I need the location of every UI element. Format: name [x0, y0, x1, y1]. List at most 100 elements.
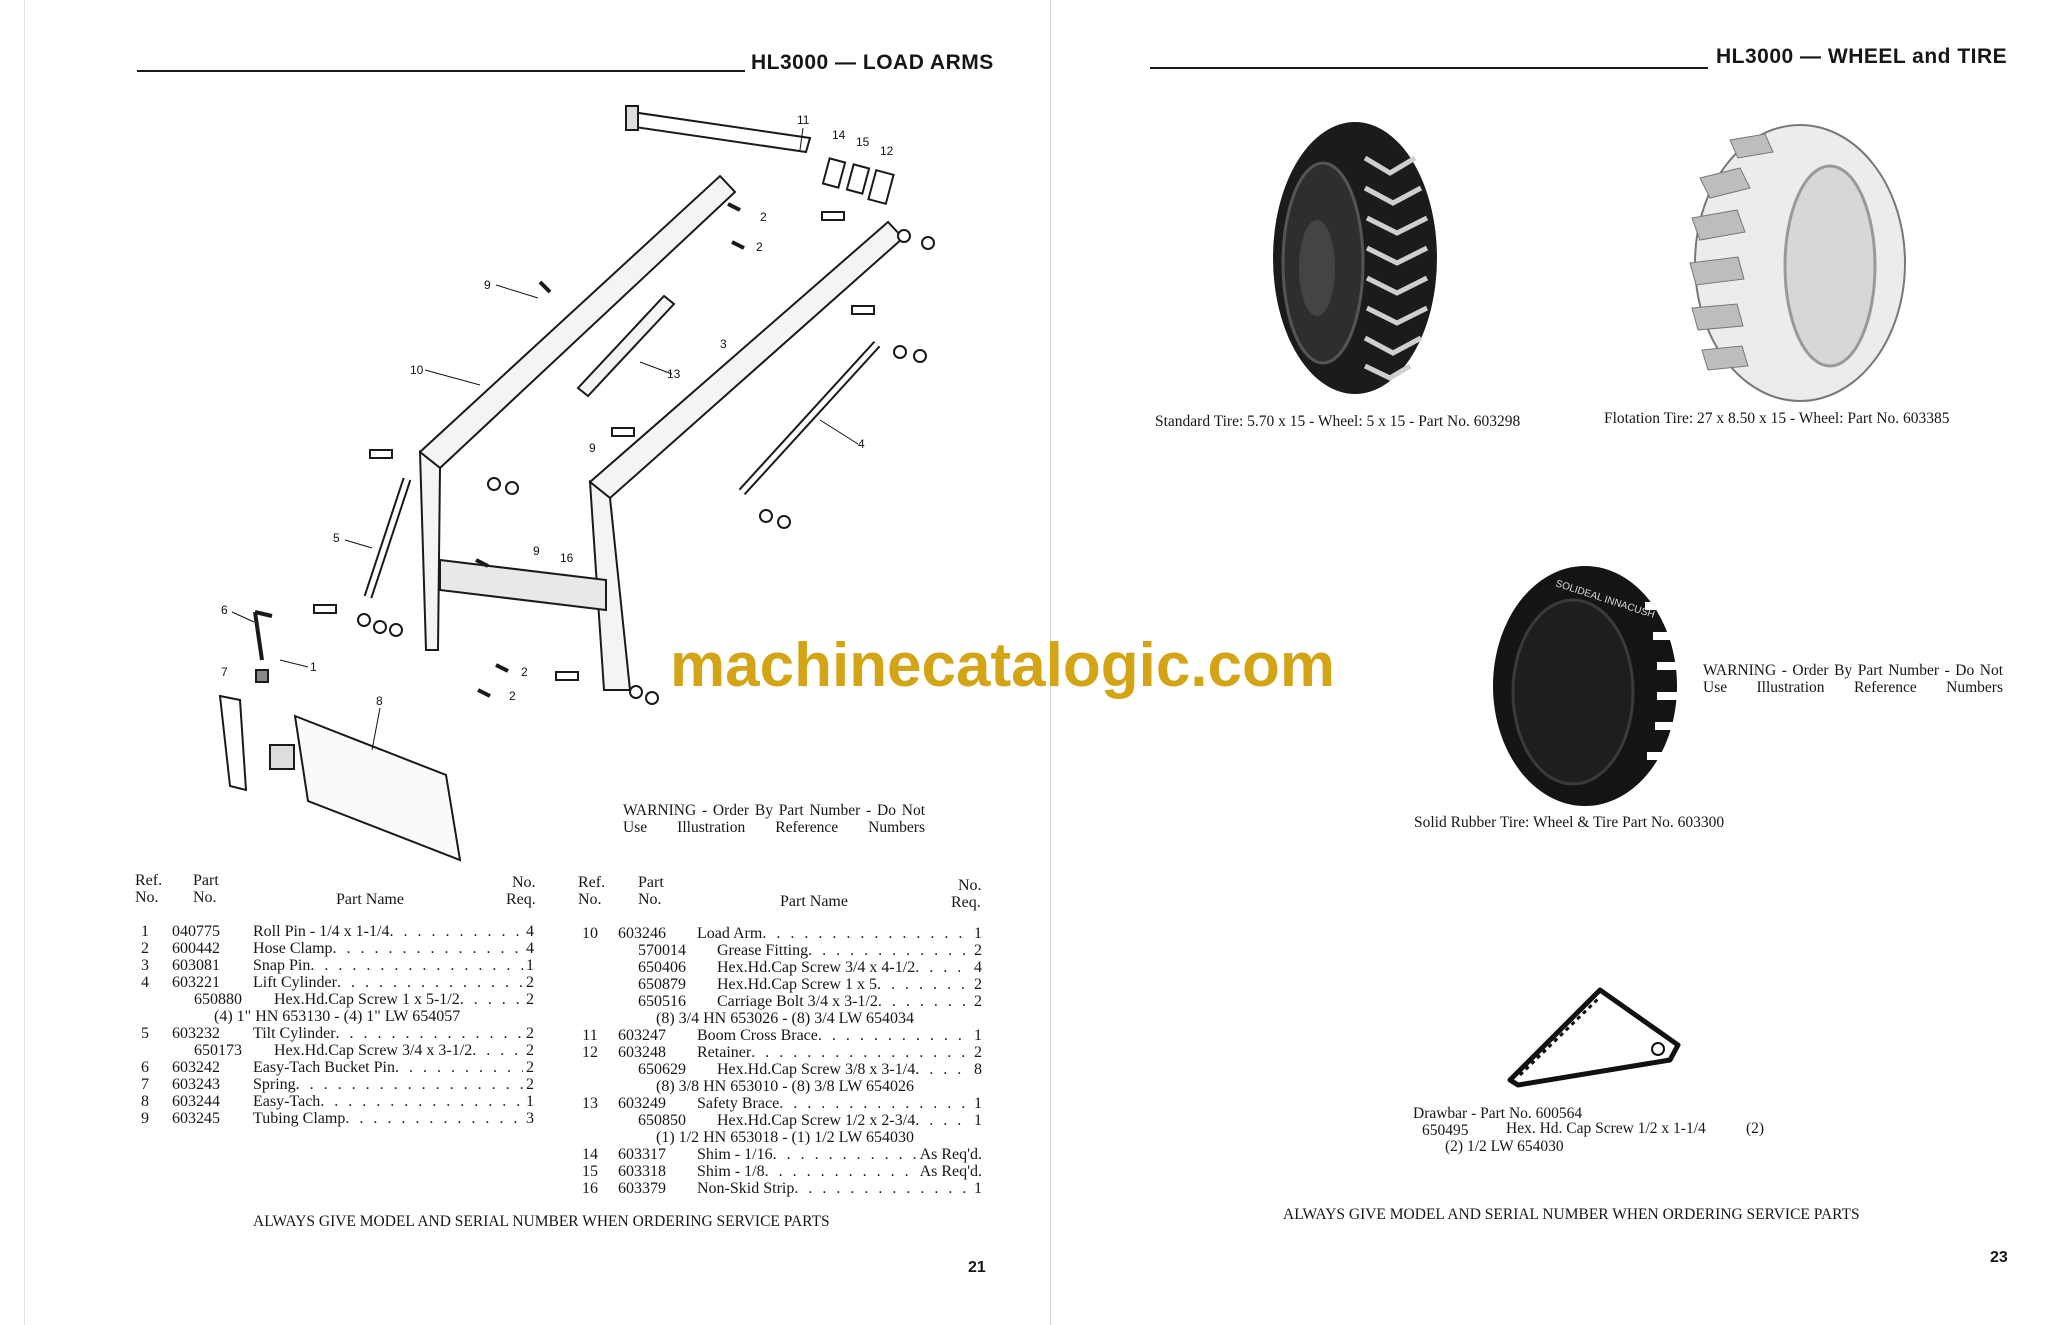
hardware-note: (1) 1/2 HN 653018 - (1) 1/2 LW 654030	[656, 1129, 915, 1146]
part-number: 650880	[194, 991, 242, 1008]
dot-leader	[320, 1093, 523, 1110]
ref-number: 7	[141, 1076, 149, 1093]
ref-number: 5	[141, 1025, 149, 1042]
callout-label: 14	[832, 128, 846, 142]
callout-label: 2	[521, 665, 528, 679]
table-note-row: (1) 1/2 HN 653018 - (1) 1/2 LW 654030	[0, 1129, 914, 1146]
header-ref: Ref.	[135, 872, 163, 889]
quantity-required: 4	[526, 940, 534, 957]
header-req: Req.	[506, 891, 536, 908]
ref-number: 1	[141, 923, 149, 940]
part-number: 600442	[172, 940, 220, 957]
part-number: 603081	[172, 957, 220, 974]
quantity-required: 4	[526, 923, 534, 940]
dot-leader	[460, 991, 523, 1008]
dot-leader	[336, 1025, 523, 1042]
bucket-pin	[253, 610, 273, 661]
hardware	[313, 202, 935, 705]
drawbar-title: Drawbar - Part No. 600564	[1413, 1105, 1583, 1122]
part-number: 603246	[618, 925, 666, 942]
dot-leader	[773, 1146, 917, 1163]
quantity-required: 2	[526, 991, 534, 1008]
header-part-no: No.	[193, 889, 217, 906]
ref-number: 15	[582, 1163, 598, 1180]
table-row: 7603243Spring2	[0, 1076, 534, 1093]
callout-label: 15	[856, 135, 870, 149]
quantity-required: 1	[974, 1112, 982, 1129]
ref-number: 3	[141, 957, 149, 974]
table-row: 650173 Hex.Hd.Cap Screw 3/4 x 3-1/2 2	[0, 1042, 534, 1059]
part-name: Carriage Bolt 3/4 x 3-1/2	[717, 993, 878, 1010]
standard-tire-image	[1273, 122, 1437, 394]
dot-leader	[751, 1044, 971, 1061]
dot-leader	[337, 974, 523, 991]
part-name: Hex.Hd.Cap Screw 3/4 x 4-1/2	[717, 959, 916, 976]
callout-label: 16	[560, 551, 574, 565]
easy-tach-bracket	[218, 694, 248, 792]
part-number: 603379	[618, 1180, 666, 1197]
dot-leader	[296, 1076, 523, 1093]
part-number: 603243	[172, 1076, 220, 1093]
quantity-required: 8	[974, 1061, 982, 1078]
left-footer-note: ALWAYS GIVE MODEL AND SERIAL NUMBER WHEN…	[253, 1213, 830, 1230]
callout-label: 7	[221, 665, 228, 679]
quantity-required: 2	[526, 1059, 534, 1076]
flotation-tire-caption: Flotation Tire: 27 x 8.50 x 15 - Wheel: …	[1604, 410, 1950, 427]
header-part-name: Part Name	[780, 893, 848, 910]
callout-label: 11	[797, 113, 810, 127]
left-page-edge	[24, 0, 25, 1325]
part-number: 650173	[194, 1042, 242, 1059]
quantity-required: 2	[526, 1042, 534, 1059]
part-name: Grease Fitting	[717, 942, 809, 959]
table-row: 12603248Retainer2	[0, 1044, 982, 1061]
dot-leader	[765, 1163, 917, 1180]
load-arms-exploded-diagram: 11 14 15 12 2 2 9 3 10 13 4 9 5 9 16 6 1…	[218, 105, 935, 862]
quantity-required: 3	[526, 1110, 534, 1127]
callout-label: 4	[858, 437, 865, 451]
part-number: 650629	[638, 1061, 686, 1078]
dot-leader	[472, 1042, 523, 1059]
shim-15	[845, 163, 871, 195]
quantity-required: 2	[974, 993, 982, 1010]
part-name: Tilt Cylinder	[253, 1025, 336, 1042]
dot-leader	[878, 993, 971, 1010]
part-name: Load Arm	[697, 925, 763, 942]
callout-label: 1	[310, 660, 317, 674]
page-gutter	[1050, 0, 1051, 1325]
callout-label: 2	[509, 689, 516, 703]
ref-number: 12	[582, 1044, 598, 1061]
solid-rubber-tire-image: SOLIDEAL INNACUSH	[1493, 566, 1679, 806]
drawbar-hardware-part: 650495	[1422, 1122, 1469, 1139]
ref-number: 4	[141, 974, 149, 991]
flotation-tire-image	[1689, 124, 1906, 402]
left-page-number: 21	[968, 1259, 986, 1276]
part-name: Hex.Hd.Cap Screw 3/4 x 3-1/2	[274, 1042, 473, 1059]
part-number: 650850	[638, 1112, 686, 1129]
hardware-note: (8) 3/4 HN 653026 - (8) 3/4 LW 654034	[656, 1010, 915, 1027]
part-name: Hex.Hd.Cap Screw 1 x 5-1/2	[274, 991, 460, 1008]
left-warning-note: WARNING - Order By Part Number - Do Not …	[623, 802, 925, 836]
part-name: Easy-Tach Bucket Pin	[253, 1059, 395, 1076]
dot-leader	[779, 1095, 971, 1112]
part-name: Hose Clamp	[253, 940, 333, 957]
part-name: Roll Pin - 1/4 x 1-1/4	[253, 923, 390, 940]
ref-number: 10	[582, 925, 598, 942]
ref-number: 2	[141, 940, 149, 957]
watermark: machinecatalogic.com	[670, 631, 1336, 700]
drawbar-hardware-qty: (2)	[1746, 1120, 1765, 1137]
part-number: 603317	[618, 1146, 666, 1163]
dot-leader	[345, 1110, 523, 1127]
dot-leader	[915, 959, 971, 976]
ref-number: 8	[141, 1093, 149, 1110]
ref-number: 9	[141, 1110, 149, 1127]
header-ref-no: No.	[578, 891, 602, 908]
quantity-required: As Req'd.	[919, 1146, 982, 1163]
quantity-required: 1	[974, 1027, 982, 1044]
header-part-name: Part Name	[336, 891, 404, 908]
